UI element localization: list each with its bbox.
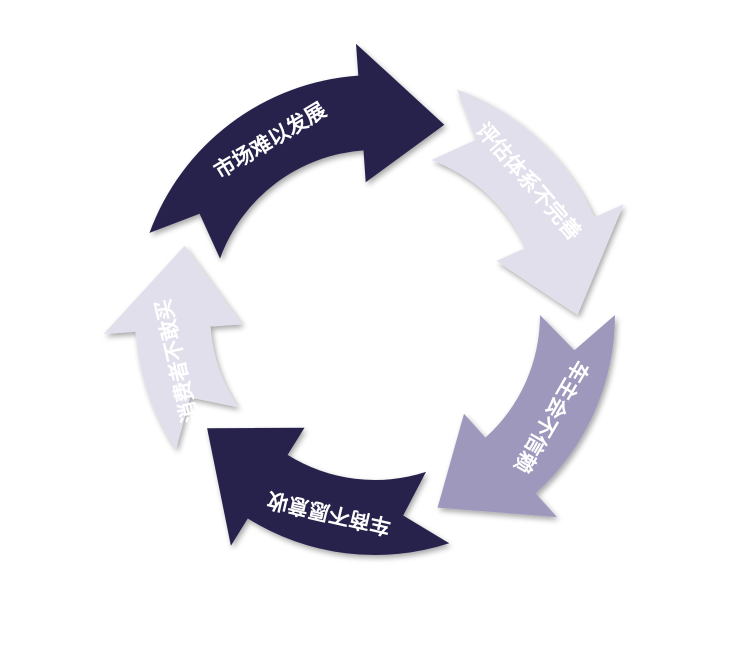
arrow-eval (431, 89, 624, 315)
arrow-consumer (103, 245, 243, 450)
arrow-market (149, 43, 445, 259)
arrow-dealer (207, 427, 450, 556)
arrow-owner (437, 315, 615, 518)
